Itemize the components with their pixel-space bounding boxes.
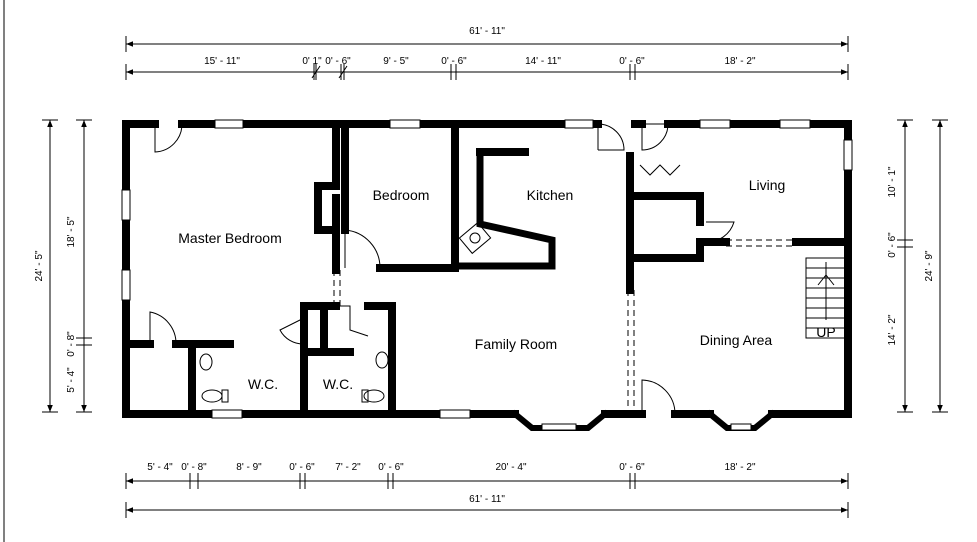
room-label-wc-left: W.C. <box>248 376 278 392</box>
dim-right-3: 14' - 2" <box>887 314 898 345</box>
dim-bottom-2: 0' - 8" <box>181 462 207 473</box>
dim-bottom-overall: 61' - 11" <box>469 494 505 505</box>
dim-top-2: 0' 1" <box>302 56 322 67</box>
dim-bottom-6: 0' - 6" <box>378 462 404 473</box>
dim-bottom-3: 8' - 9" <box>236 462 262 473</box>
dim-right-overall: 24' - 9" <box>924 250 935 281</box>
dim-bottom-5: 7' - 2" <box>335 462 361 473</box>
dim-left-1: 18' - 5" <box>66 216 77 247</box>
right-dimensions: 10' - 1" 0' - 6" 14' - 2" 24' - 9" <box>887 119 948 413</box>
fixtures <box>199 221 492 403</box>
room-label-kitchen: Kitchen <box>527 187 574 203</box>
windows <box>121 119 853 431</box>
kitchen-sink-icon <box>458 221 492 255</box>
room-label-family-room: Family Room <box>475 336 557 352</box>
dim-top-7: 0' - 6" <box>619 56 645 67</box>
top-dimensions: 61' - 11" 15' - 11" 0' 1" 0' - 6" 9' - 5… <box>125 26 849 80</box>
dim-left-3: 5' - 4" <box>66 367 77 393</box>
bottom-dimensions: 5' - 4" 0' - 8" 8' - 9" 0' - 6" 7' - 2" … <box>125 462 849 518</box>
toilet-icon <box>201 389 229 403</box>
dim-top-4: 9' - 5" <box>383 56 409 67</box>
dim-bottom-1: 5' - 4" <box>147 462 173 473</box>
dim-left-overall: 24' - 5" <box>34 250 45 281</box>
dim-bottom-4: 0' - 6" <box>289 462 315 473</box>
dim-bottom-8: 0' - 6" <box>619 462 645 473</box>
room-label-master-bedroom: Master Bedroom <box>178 230 281 246</box>
dim-top-3: 0' - 6" <box>325 56 351 67</box>
room-label-bedroom: Bedroom <box>373 187 430 203</box>
dim-top-overall: 61' - 11" <box>469 26 505 37</box>
doors <box>149 123 735 415</box>
room-label-wc-right: W.C. <box>323 376 353 392</box>
dim-bottom-9: 18' - 2" <box>724 462 755 473</box>
dim-right-2: 0' - 6" <box>887 232 898 258</box>
walls <box>122 120 852 431</box>
dim-left-2: 0' - 8" <box>66 331 77 357</box>
dim-bottom-7: 20' - 4" <box>495 462 526 473</box>
toilet-icon <box>361 389 385 403</box>
openings <box>333 239 796 410</box>
dim-top-6: 14' - 11" <box>525 56 561 67</box>
room-label-living: Living <box>749 177 786 193</box>
bathroom-sink-icon <box>375 351 389 369</box>
left-dimensions: 24' - 5" 18' - 5" 0' - 8" 5' - 4" <box>34 119 92 413</box>
stair-up-label: UP <box>816 324 835 340</box>
room-label-dining-area: Dining Area <box>700 332 773 348</box>
dim-top-8: 18' - 2" <box>724 56 755 67</box>
dim-right-1: 10' - 1" <box>887 166 898 197</box>
staircase <box>805 257 847 339</box>
dim-top-5: 0' - 6" <box>441 56 467 67</box>
bathroom-sink-icon <box>199 353 213 371</box>
dim-top-1: 15' - 11" <box>204 56 240 67</box>
